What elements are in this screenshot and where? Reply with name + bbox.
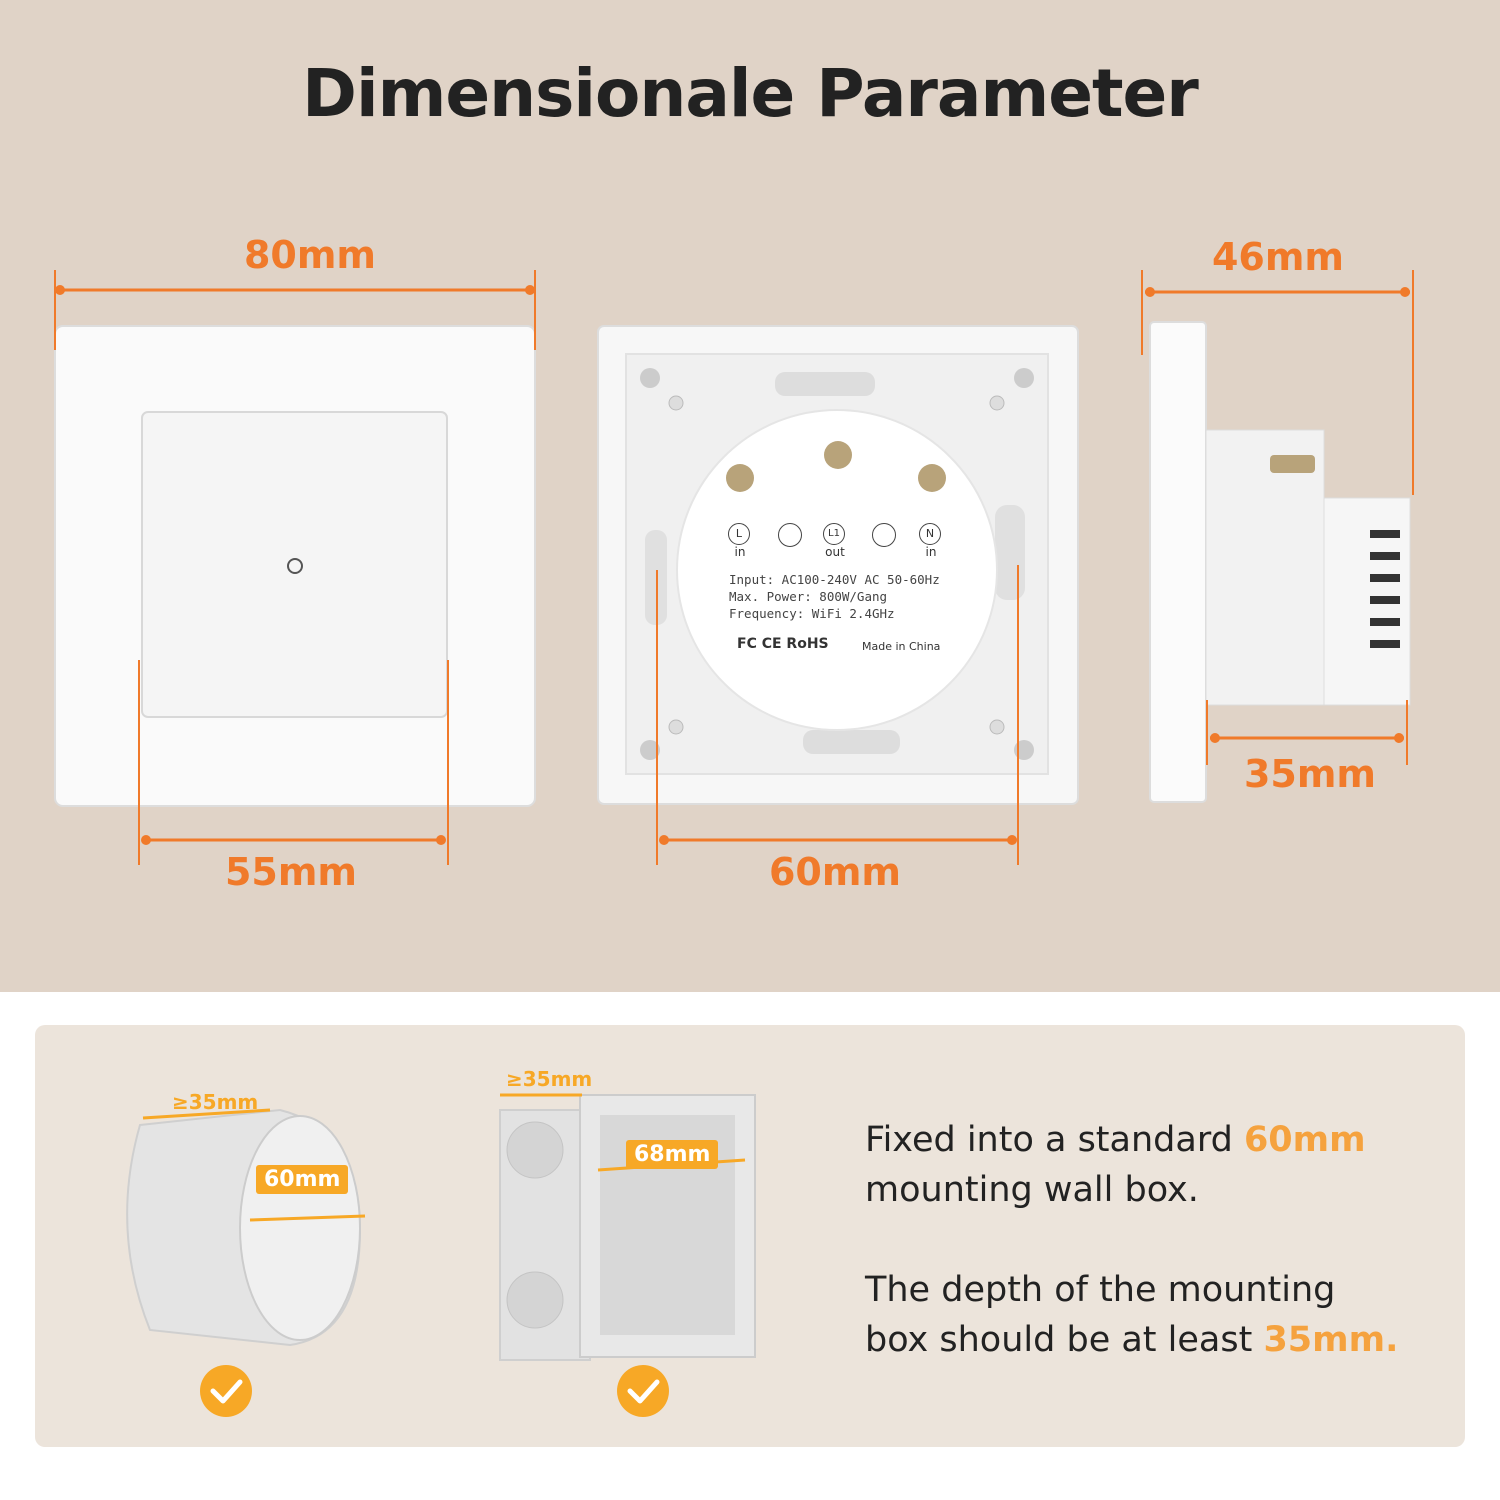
slot [775, 372, 875, 396]
check-icon [627, 1379, 660, 1404]
page-title: Dimensionale Parameter [302, 55, 1199, 132]
dim-endpoint [1007, 835, 1017, 845]
screw-hole [1014, 368, 1034, 388]
spec-frequency: Frequency: WiFi 2.4GHz [729, 606, 895, 621]
terminal-mark: L [728, 523, 750, 545]
terminal-screw [824, 441, 852, 469]
vent [1370, 574, 1400, 582]
module-body [676, 409, 998, 731]
square-width-label: 68mm [626, 1140, 719, 1169]
square-wall-box [499, 1093, 756, 1361]
terminal-sub: in [925, 545, 937, 559]
check-icon [210, 1379, 243, 1404]
cert-marks: FC CE RoHS [737, 636, 829, 652]
description-line: mounting wall box. [865, 1170, 1199, 1210]
description-text: box should be at least [865, 1320, 1264, 1360]
vent [1370, 552, 1400, 560]
dim-endpoint [55, 285, 65, 295]
dim-front-width: 80mm [243, 233, 377, 277]
dim-line [249, 1214, 366, 1222]
dim-back-width: 60mm [768, 850, 902, 894]
description-highlight: 35mm. [1263, 1320, 1399, 1360]
vent [1370, 596, 1400, 604]
description-highlight: 60mm [1243, 1120, 1366, 1160]
terminal-screw [918, 464, 946, 492]
screw-hole [989, 395, 1005, 411]
screw-hole [640, 740, 660, 760]
front-panel [141, 411, 448, 718]
side-body [1205, 429, 1325, 706]
terminal-sub: out [825, 545, 845, 559]
dim-side-total: 46mm [1211, 235, 1345, 279]
terminal-screw [1270, 455, 1315, 473]
terminal-labels: L in L1 out N in [728, 523, 943, 568]
terminal-screw [726, 464, 754, 492]
dim-line [142, 1108, 271, 1120]
terminal-sub: in [734, 545, 746, 559]
dim-endpoint [659, 835, 669, 845]
screw-hole [668, 395, 684, 411]
side-view [1141, 270, 1414, 803]
vent [1370, 530, 1400, 538]
description-text: Fixed into a standard [865, 1120, 1244, 1160]
description-1: Fixed into a standard 60mm mounting wall… [865, 1115, 1465, 1215]
screw-hole [989, 719, 1005, 735]
terminal-blank [872, 523, 896, 547]
square-depth-label: ≥35mm [506, 1067, 593, 1091]
round-depth-label: ≥35mm [172, 1090, 259, 1114]
origin-label: Made in China [862, 640, 941, 653]
vent [1370, 640, 1400, 648]
dim-endpoint [1210, 733, 1220, 743]
dim-endpoint [525, 285, 535, 295]
spec-power: Max. Power: 800W/Gang [729, 589, 888, 604]
round-diameter-label: 60mm [256, 1165, 349, 1194]
round-box-opening [239, 1115, 361, 1341]
description-line: box should be at least 35mm. [865, 1315, 1465, 1365]
dim-endpoint [1400, 287, 1410, 297]
terminal-blank [778, 523, 802, 547]
dim-endpoint [1394, 733, 1404, 743]
slot [803, 730, 900, 754]
touch-indicator-icon [287, 558, 303, 574]
terminal-mark: N [919, 523, 941, 545]
dim-front-panel: 55mm [224, 850, 358, 894]
back-view [597, 325, 1079, 865]
knockout [506, 1271, 564, 1329]
dim-endpoint [1145, 287, 1155, 297]
terminal-n: N in [919, 523, 943, 559]
screw-hole [640, 368, 660, 388]
spec-input: Input: AC100-240V AC 50-60Hz [729, 572, 940, 587]
description-line: The depth of the mounting [865, 1270, 1336, 1310]
dim-endpoint [436, 835, 446, 845]
description-2: The depth of the mounting box should be … [865, 1265, 1465, 1365]
dim-endpoint [141, 835, 151, 845]
vent [1370, 618, 1400, 626]
terminal-l1: L1 out [821, 523, 849, 559]
terminal-l: L in [728, 523, 752, 559]
terminal-mark: L1 [823, 523, 845, 545]
dim-side-body: 35mm [1243, 752, 1377, 796]
description-line: Fixed into a standard 60mm [865, 1115, 1465, 1165]
knockout [506, 1121, 564, 1179]
screw-hole [668, 719, 684, 735]
check-icon [200, 1365, 252, 1417]
check-icon [617, 1365, 669, 1417]
front-view [54, 270, 536, 865]
round-wall-box [126, 1108, 366, 1347]
